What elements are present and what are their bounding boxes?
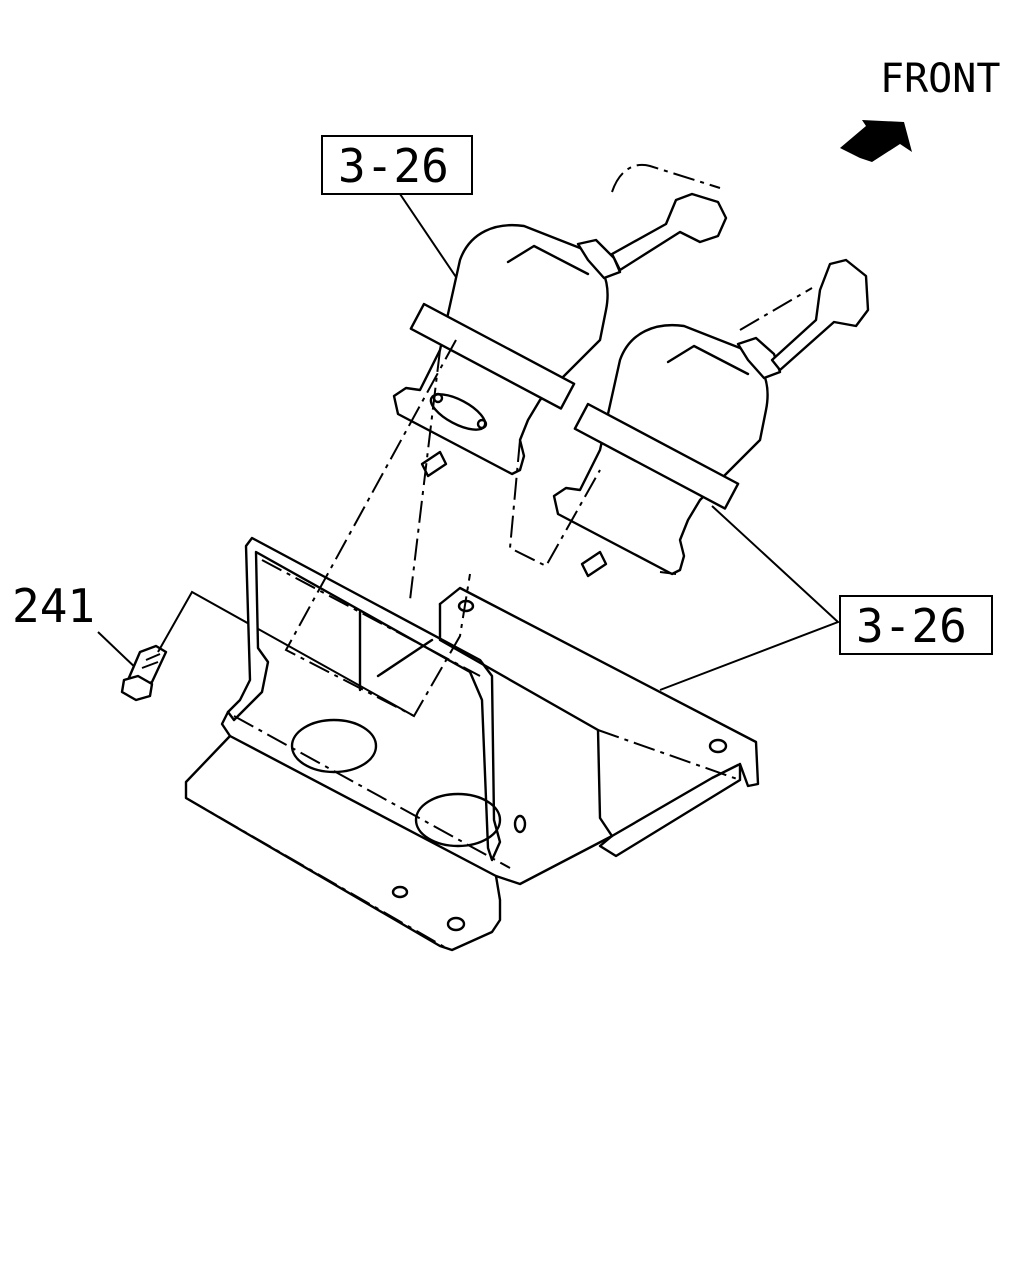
leader-lower-ref	[659, 505, 840, 691]
assembly-lines	[185, 339, 741, 949]
leader-upper-ref	[399, 193, 459, 281]
callout-lower-ref[interactable]: 3-26	[839, 595, 993, 655]
callout-upper-ref[interactable]: 3-26	[321, 135, 473, 195]
valve-left	[392, 163, 728, 478]
bolt-icon	[120, 644, 168, 702]
front-arrow-icon	[840, 120, 912, 162]
callout-upper-ref-text: 3-26	[338, 139, 449, 193]
mounting-bracket	[184, 536, 760, 952]
bolt-leader	[157, 590, 415, 717]
part-number-241[interactable]: 241	[12, 579, 95, 633]
callout-lower-ref-text: 3-26	[856, 599, 967, 653]
front-label: FRONT	[880, 56, 1000, 102]
